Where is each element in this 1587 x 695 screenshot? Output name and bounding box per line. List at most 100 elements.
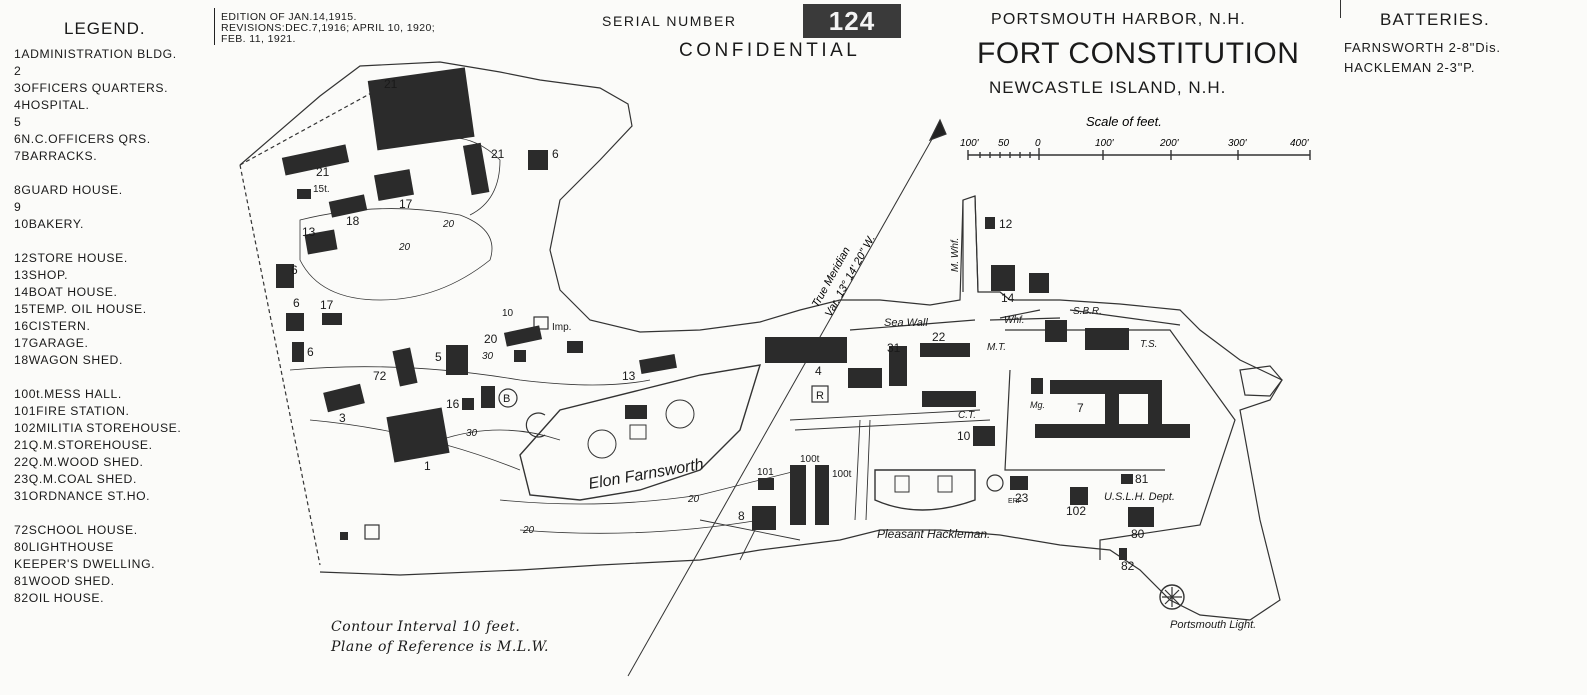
label-18: 18: [346, 214, 360, 228]
label-20: 20: [484, 332, 498, 346]
building-outhouse: [340, 532, 348, 540]
legend-item: 17GARAGE.: [14, 336, 89, 350]
building-81: [1121, 474, 1133, 484]
building-8: [752, 506, 776, 530]
legend-item: 21Q.M.STOREHOUSE.: [14, 438, 153, 452]
legend-item: 5: [14, 115, 22, 129]
building-82: [1119, 548, 1127, 560]
building-6-a: [528, 150, 548, 170]
building-100t-b: [815, 465, 829, 525]
b-circle: [498, 388, 518, 408]
building-ts: [1085, 328, 1129, 350]
building-ct: [922, 391, 976, 407]
label-82: 82: [1121, 559, 1135, 573]
building-20: [503, 325, 543, 347]
legend-item: KEEPER'S DWELLING.: [14, 557, 156, 571]
serial-label: SERIAL NUMBER: [602, 13, 737, 29]
building-30: [514, 350, 526, 362]
legend-item: 82OIL HOUSE.: [14, 591, 105, 605]
legend-item: 4HOSPITAL.: [14, 98, 90, 112]
building-5: [446, 345, 468, 375]
label-102: 102: [1066, 504, 1086, 518]
contour-label: 20: [442, 219, 455, 230]
building-22: [920, 343, 970, 357]
label-21a: 21: [384, 77, 398, 91]
battery-item: HACKLEMAN 2-3"P.: [1344, 60, 1476, 75]
label-21b: 21: [316, 165, 330, 179]
legend-title: LEGEND.: [64, 19, 146, 38]
building-3: [323, 383, 365, 413]
building-b: [481, 386, 495, 408]
divider-tick: [1340, 0, 1341, 18]
battery-farnsworth-outline: [519, 364, 762, 501]
legend-item: 23Q.M.COAL SHED.: [14, 472, 137, 486]
batteries-list: FARNSWORTH 2-8"Dis. HACKLEMAN 2-3"P.: [1344, 38, 1501, 78]
fort-title: FORT CONSTITUTION: [977, 37, 1300, 70]
outhouse-box: [364, 524, 380, 540]
building-21-b: [281, 144, 350, 176]
edition-line: EDITION OF JAN.14,1915.: [221, 11, 357, 23]
legend-item: 15TEMP. OIL HOUSE.: [14, 302, 147, 316]
label-4: 4: [815, 364, 822, 378]
legend-item: 80LIGHTHOUSE: [14, 540, 114, 554]
contour-note: Contour Interval 10 feet. Plane of Refer…: [331, 617, 549, 657]
building-17-b: [322, 313, 342, 325]
building-72: [392, 347, 418, 387]
label-10a: 10: [957, 429, 971, 443]
building-21-c: [462, 142, 490, 196]
label-80: 80: [1131, 527, 1145, 541]
building-7-left: [1105, 394, 1119, 424]
imp-label: Imp.: [552, 322, 571, 333]
hackleman-gun-2: [937, 475, 953, 493]
legend-item: 9: [14, 200, 22, 214]
m-wharf-label: M. Whf.: [950, 238, 961, 272]
shore-contour: [499, 469, 801, 534]
building-100t-a: [790, 465, 806, 525]
legend-item: 7BARRACKS.: [14, 149, 98, 163]
building-farnsworth-mag: [625, 405, 647, 419]
legend-item: 101FIRE STATION.: [14, 404, 130, 418]
label-8: 8: [738, 509, 745, 523]
legend-item: 10BAKERY.: [14, 217, 84, 231]
label-6b: 6: [291, 263, 298, 277]
classification-label: CONFIDENTIAL: [679, 40, 861, 61]
building-80: [1128, 507, 1154, 527]
label-6a: 6: [552, 147, 559, 161]
label-15: 15t.: [313, 184, 330, 195]
edition-note: EDITION OF JAN.14,1915. REVISIONS:DEC.7,…: [214, 8, 435, 45]
gun-emplacement-1: [587, 429, 617, 459]
building-18: [328, 194, 368, 218]
battery-hackleman-label: Pleasant Hackleman.: [877, 527, 990, 541]
building-6-b: [276, 264, 294, 288]
building-13-b: [639, 353, 677, 375]
label-100t-b: 100t: [832, 469, 852, 480]
scale-title: Scale of feet.: [1086, 114, 1162, 129]
legend-item: 100t.MESS HALL.: [14, 387, 122, 401]
label-31: 31: [887, 341, 901, 355]
legend-item: 18WAGON SHED.: [14, 353, 123, 367]
label-13b: 13: [622, 369, 636, 383]
building-6-d: [292, 342, 304, 362]
legend-item: 31ORDNANCE ST.HO.: [14, 489, 151, 503]
label-101: 101: [757, 467, 774, 478]
building-mg: [1031, 378, 1043, 394]
wharf-label: Whf.: [1004, 315, 1025, 326]
building-1: [386, 407, 450, 463]
lighthouse-rays: [1162, 587, 1182, 607]
lighthouse: [1159, 584, 1185, 610]
scale-label: 50: [998, 138, 1010, 149]
building-7-top: [1050, 380, 1162, 394]
legend-item: 1ADMINISTRATION BLDG.: [14, 47, 177, 61]
contour-label: 20: [522, 525, 535, 536]
cistern-symbol: [525, 412, 546, 438]
legend-item: 6N.C.OFFICERS QRS.: [14, 132, 151, 146]
wharf: [962, 195, 979, 293]
label-10b: 10: [502, 308, 514, 319]
label-100t-a: 100t: [800, 454, 820, 465]
battery-hackleman-outline: [874, 469, 976, 511]
label-3: 3: [339, 411, 346, 425]
legend-item: 2: [14, 64, 22, 78]
building-4: [765, 337, 847, 363]
r-box: [811, 385, 829, 403]
